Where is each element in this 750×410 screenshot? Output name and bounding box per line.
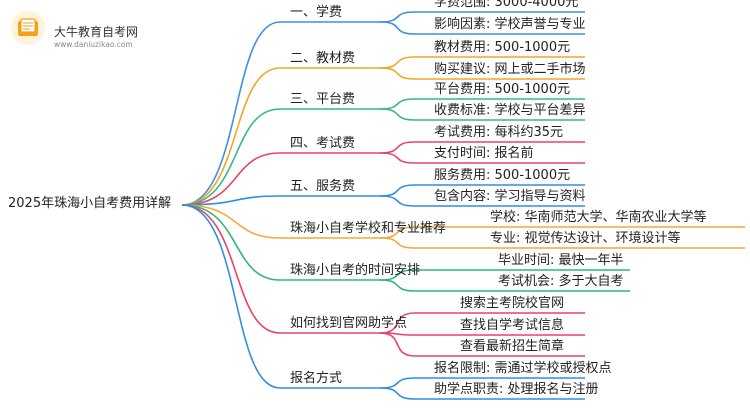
branch-connector <box>181 152 380 206</box>
site-logo: 大牛教育自考网 www.daniuzikao.com <box>10 10 170 50</box>
leaf-connector <box>379 67 585 80</box>
leaf-topic: 搜索主考院校官网 <box>460 296 565 311</box>
branch-topic: 珠海小自考学校和专业推荐 <box>290 221 447 236</box>
leaf-connector <box>379 237 745 249</box>
branch-connector <box>181 21 380 206</box>
leaf-topic: 购买建议: 网上或二手市场 <box>434 62 586 77</box>
branch-topic: 二、教材费 <box>290 51 356 66</box>
leaf-topic: 包含内容: 学习指导与资料 <box>434 189 586 204</box>
logo-url: www.daniuzikao.com <box>54 40 133 49</box>
branch-topic: 珠海小自考的时间安排 <box>290 263 421 278</box>
branch-topic: 四、考试费 <box>290 136 356 151</box>
branch-connector <box>181 195 380 206</box>
leaf-topic: 考试机会: 多于大自考 <box>498 274 624 289</box>
leaf-topic: 毕业时间: 最快一年半 <box>498 253 624 268</box>
leaf-topic: 专业: 视觉传达设计、环境设计等 <box>490 231 681 246</box>
leaf-topic: 学校: 华南师范大学、华南农业大学等 <box>490 210 707 225</box>
leaf-topic: 学费范围: 3000-4000元 <box>434 0 579 10</box>
branch-topic: 如何找到官网助学点 <box>290 316 408 331</box>
leaf-connector <box>379 387 585 400</box>
leaf-topic: 收费标准: 学校与平台差异 <box>434 103 586 118</box>
branch-connector <box>181 204 380 239</box>
leaf-topic: 教材费用: 500-1000元 <box>434 40 571 55</box>
leaf-topic: 报名限制: 需通过学校或授权点 <box>434 361 612 376</box>
branch-connector <box>181 204 380 281</box>
leaf-topic: 影响因素: 学校声誉与专业 <box>434 17 586 32</box>
leaf-connector <box>379 152 585 164</box>
leaf-topic: 助学点职责: 处理报名与注册 <box>434 382 599 397</box>
branch-connector <box>181 204 380 389</box>
branch-topic: 五、服务费 <box>290 179 356 194</box>
leaf-topic: 平台费用: 500-1000元 <box>434 82 571 97</box>
branch-topic: 报名方式 <box>290 371 343 386</box>
leaf-topic: 支付时间: 报名前 <box>434 146 534 161</box>
book-logo-icon <box>11 11 45 45</box>
leaf-connector <box>379 21 585 35</box>
leaf-topic: 考试费用: 每科约35元 <box>434 125 564 140</box>
branch-connector <box>181 108 380 206</box>
leaf-connector <box>379 195 585 207</box>
logo-title: 大牛教育自考网 <box>54 25 139 39</box>
leaf-connector <box>379 279 630 292</box>
leaf-topic: 服务费用: 500-1000元 <box>434 168 571 183</box>
branch-topic: 一、学费 <box>290 5 343 20</box>
root-topic: 2025年珠海小自考费用详解 <box>8 196 172 211</box>
leaf-connector <box>379 108 585 121</box>
leaf-topic: 查看最新招生简章 <box>460 339 565 354</box>
branch-connector <box>181 204 380 334</box>
branch-topic: 三、平台费 <box>290 92 356 107</box>
leaf-connector <box>379 332 585 357</box>
leaf-topic: 查找自学考试信息 <box>460 318 565 333</box>
branch-connector <box>181 67 380 206</box>
